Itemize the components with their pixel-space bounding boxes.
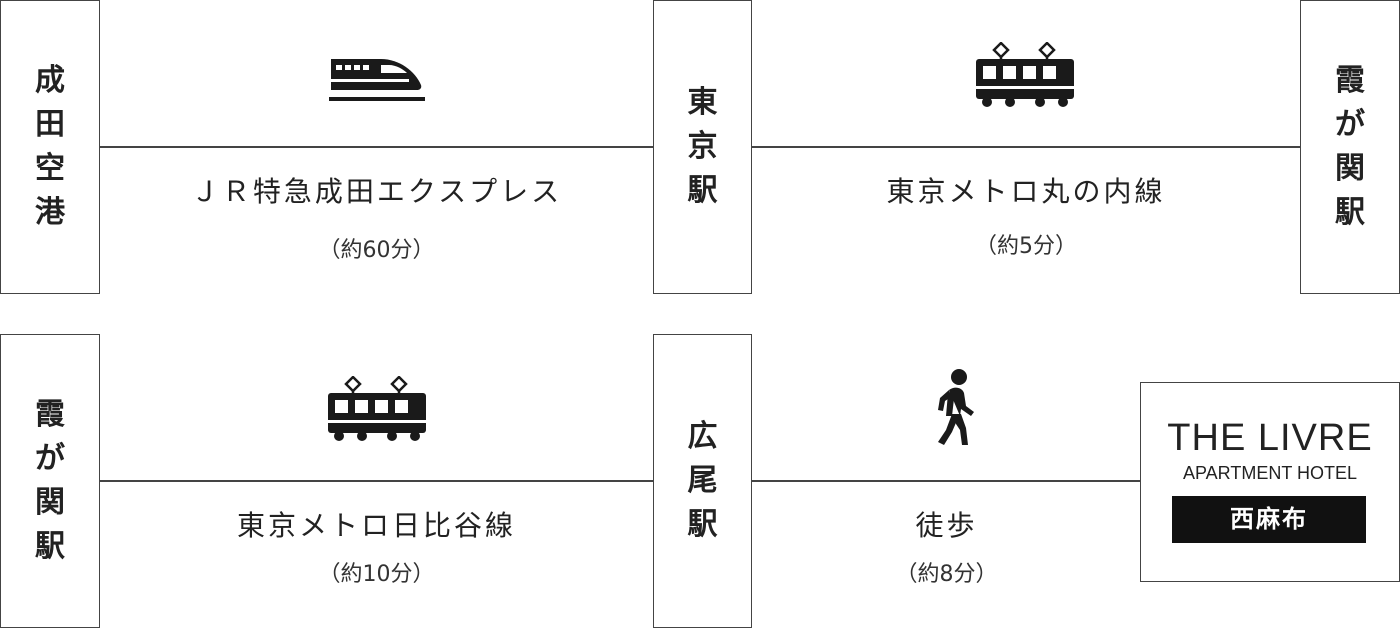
hotel-logo-box: THE LIVRE APARTMENT HOTEL 西麻布 xyxy=(1140,382,1400,582)
station-char: 駅 xyxy=(687,173,718,208)
station-char: 駅 xyxy=(1335,195,1365,230)
route-time: （約60分） xyxy=(318,238,435,263)
station-char: 霞 xyxy=(35,397,65,432)
route-name-marunouchi-line: 東京メトロ丸の内線 xyxy=(886,175,1166,208)
route-name-narita-express: ＪＲ特急成田エクスプレス xyxy=(190,175,563,208)
station-narita-airport: 成 田 空 港 xyxy=(0,0,100,294)
station-char: 空 xyxy=(35,151,65,186)
hotel-subtitle: APARTMENT HOTEL xyxy=(1182,463,1358,483)
tram-icon xyxy=(328,376,426,441)
station-hiroo: 広 尾 駅 xyxy=(653,334,752,628)
station-char: 京 xyxy=(687,129,718,164)
route-time: （約8分） xyxy=(895,562,998,587)
station-kasumigaseki: 霞 が 関 駅 xyxy=(1300,0,1400,294)
walking-person-icon xyxy=(938,369,974,445)
route-name-walk: 徒歩 xyxy=(915,509,978,542)
route-time: （約5分） xyxy=(975,234,1077,259)
route-line xyxy=(752,480,1141,482)
station-tokyo: 東 京 駅 xyxy=(653,0,752,294)
hotel-area-label: 西麻布 xyxy=(1172,496,1366,543)
station-char: が xyxy=(35,441,65,476)
station-char: 尾 xyxy=(687,463,718,498)
route-time: （約10分） xyxy=(318,562,435,587)
station-char: 成 xyxy=(35,63,65,98)
route-line xyxy=(100,146,653,148)
shinkansen-train-icon xyxy=(329,59,425,101)
station-char: 広 xyxy=(687,419,718,454)
hotel-brand-name: THE LIVRE xyxy=(1167,417,1373,459)
station-char: 東 xyxy=(687,85,718,120)
route-name-hibiya-line: 東京メトロ日比谷線 xyxy=(236,509,516,542)
station-kasumigaseki: 霞 が 関 駅 xyxy=(0,334,100,628)
station-char: 田 xyxy=(35,107,65,142)
tram-icon xyxy=(976,42,1074,107)
station-char: 霞 xyxy=(1335,63,1365,98)
route-line xyxy=(752,146,1300,148)
station-char: 関 xyxy=(35,485,65,520)
station-char: 港 xyxy=(35,195,65,230)
station-char: が xyxy=(1335,107,1365,142)
station-char: 関 xyxy=(1335,151,1365,186)
station-char: 駅 xyxy=(35,529,65,564)
route-line xyxy=(100,480,653,482)
station-char: 駅 xyxy=(687,507,718,542)
